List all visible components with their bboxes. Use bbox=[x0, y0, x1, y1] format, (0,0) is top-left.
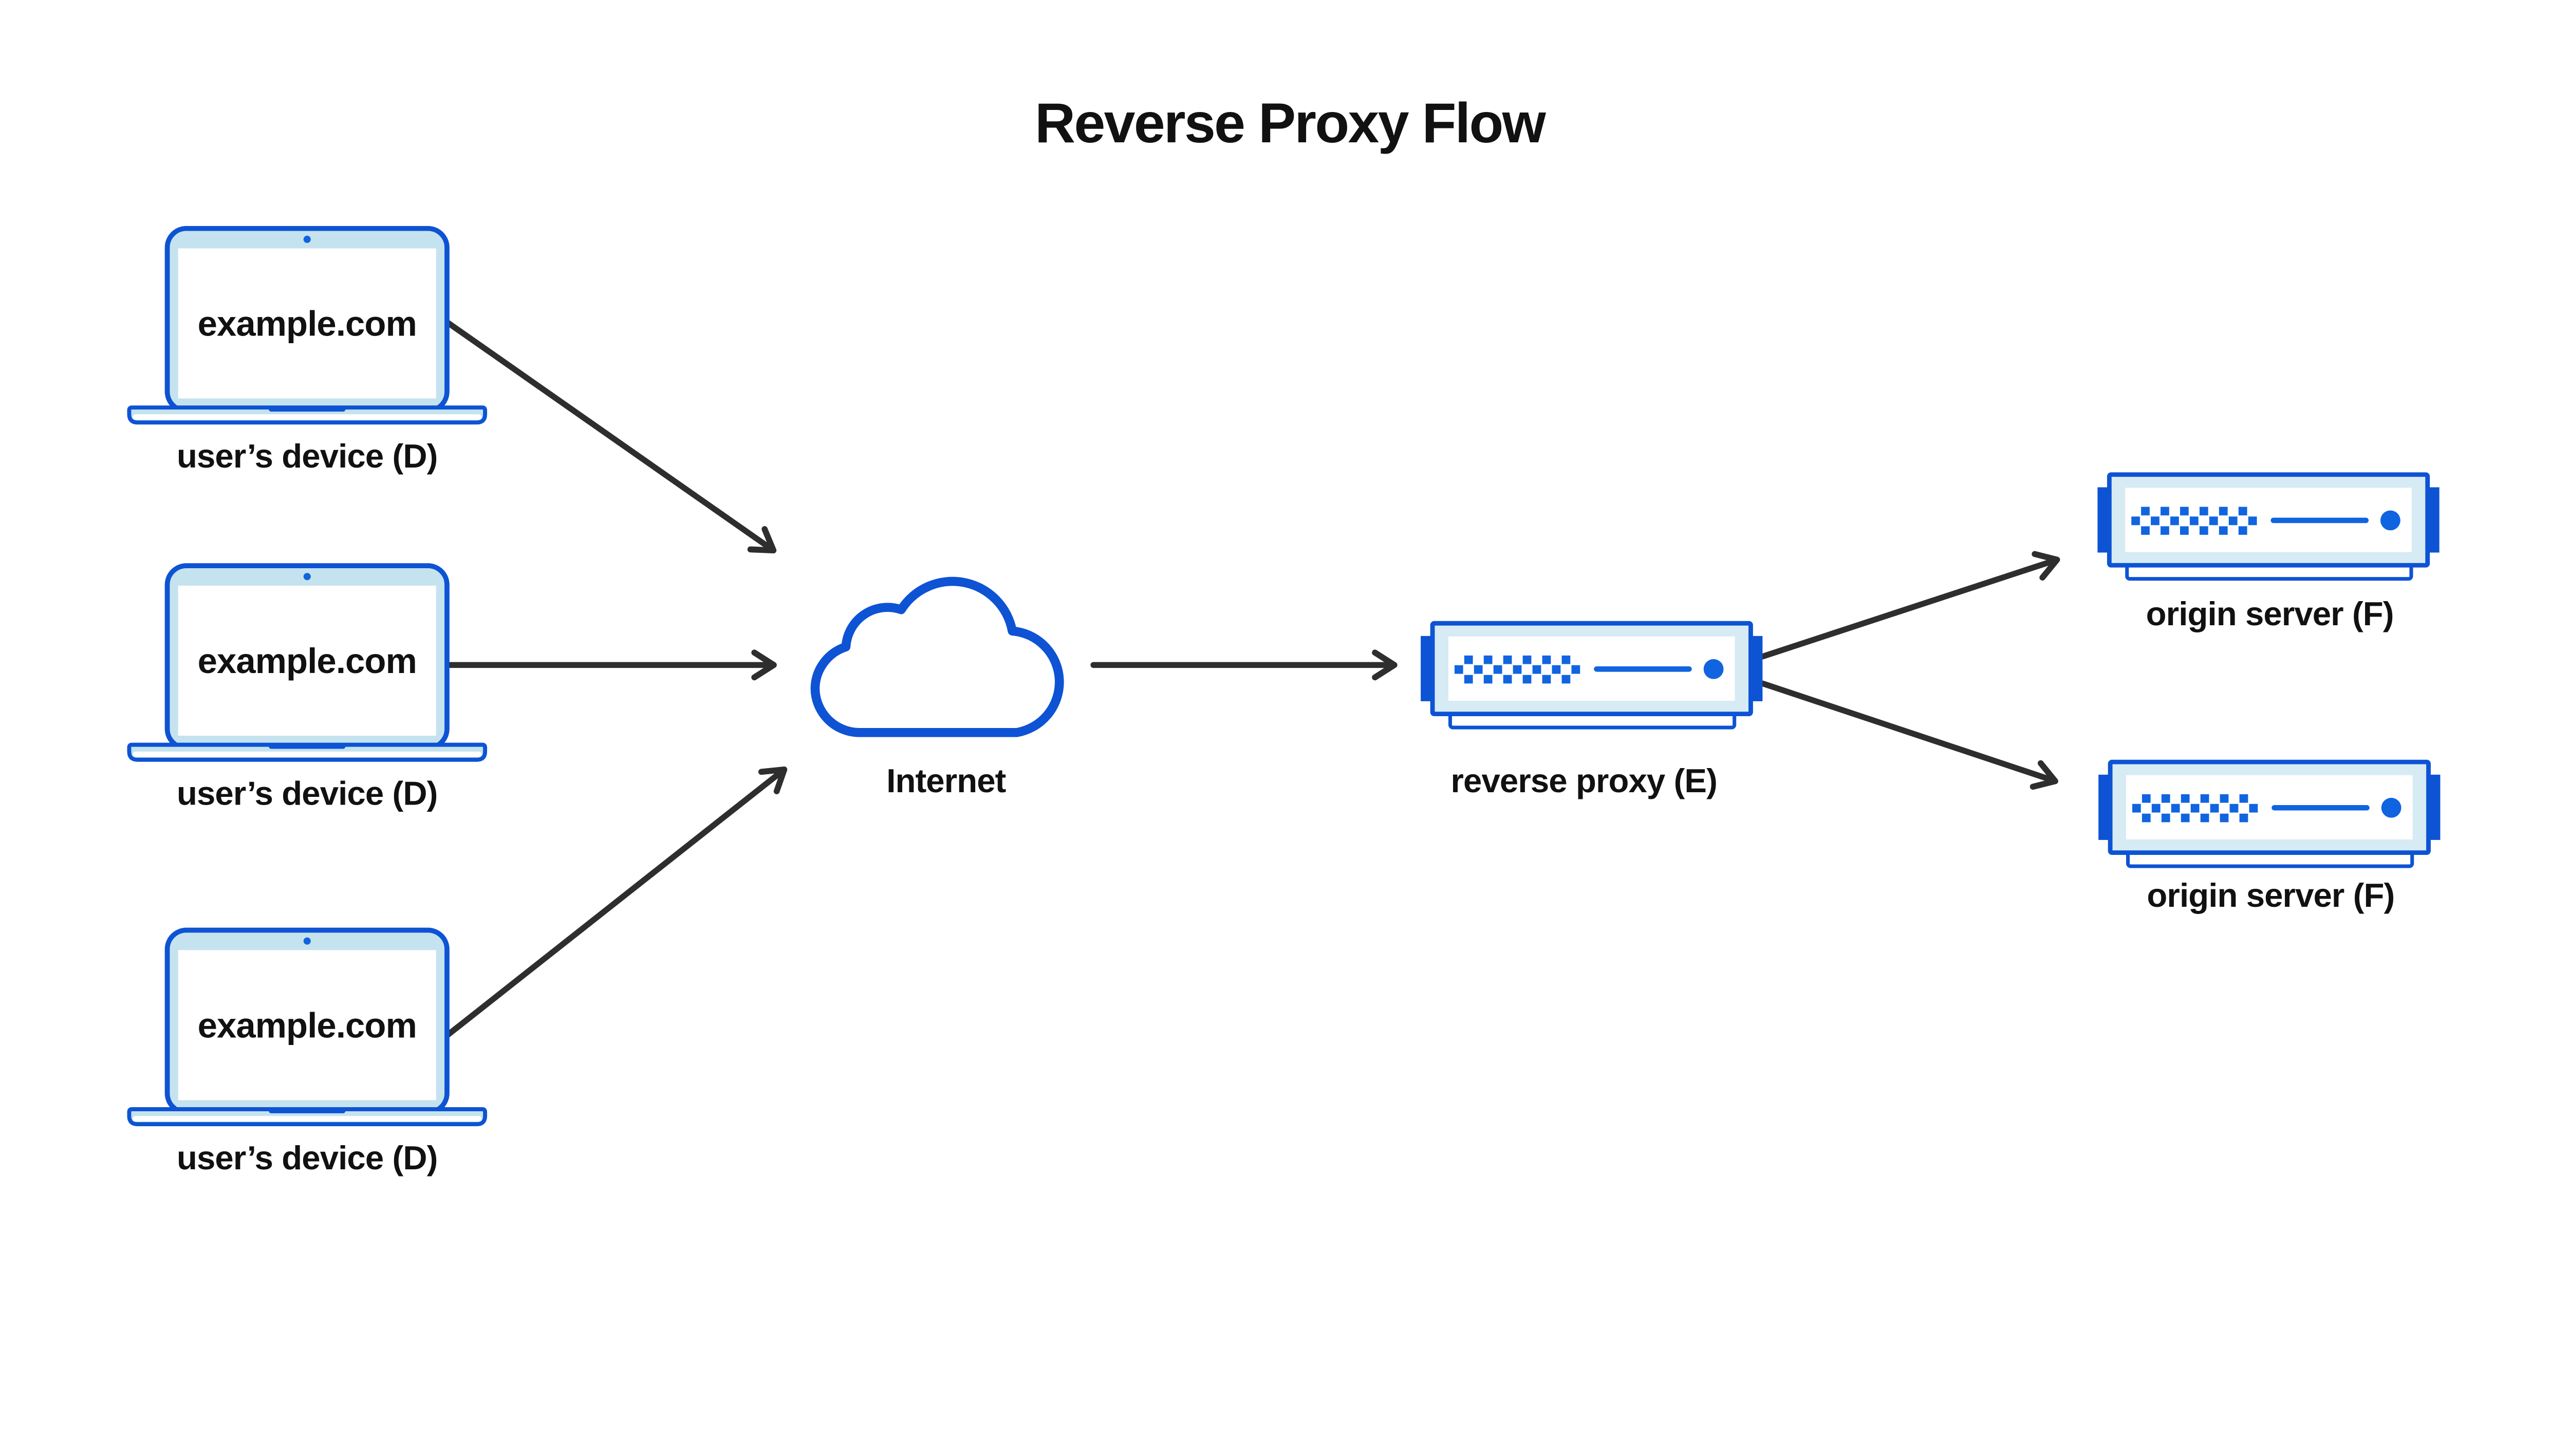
server-icon bbox=[2097, 475, 2439, 579]
device-label: user’s device (D) bbox=[177, 437, 437, 475]
server-icon bbox=[2098, 762, 2440, 866]
internet-node: Internet bbox=[810, 576, 1064, 799]
origin-server-node-1: origin server (F) bbox=[2097, 475, 2439, 632]
device-screen-url: example.com bbox=[198, 1005, 417, 1045]
arrow-proxy-to-origin2 bbox=[1760, 680, 2058, 790]
origin-server-label: origin server (F) bbox=[2146, 595, 2394, 632]
origin-server-label: origin server (F) bbox=[2147, 876, 2394, 914]
user-device-node-3: example.com user’s device (D) bbox=[129, 930, 485, 1177]
arrow-device1-to-internet bbox=[444, 320, 777, 554]
server-icon bbox=[1421, 623, 1762, 727]
origin-server-node-2: origin server (F) bbox=[2098, 762, 2440, 914]
user-device-node-2: example.com user’s device (D) bbox=[129, 566, 485, 812]
diagram-canvas: Reverse Proxy Flow example.com user’s de… bbox=[126, 91, 2443, 1177]
cloud-icon bbox=[810, 576, 1064, 737]
internet-label: Internet bbox=[886, 762, 1006, 799]
arrow-proxy-to-origin1 bbox=[1760, 551, 2060, 660]
reverse-proxy-flow-diagram: Reverse Proxy Flow example.com user’s de… bbox=[126, 91, 2443, 1177]
device-label: user’s device (D) bbox=[177, 1139, 437, 1177]
reverse-proxy-label: reverse proxy (E) bbox=[1451, 762, 1717, 799]
page-title: Reverse Proxy Flow bbox=[1035, 92, 1547, 155]
reverse-proxy-node: reverse proxy (E) bbox=[1421, 623, 1762, 799]
device-screen-url: example.com bbox=[198, 641, 417, 681]
device-screen-url: example.com bbox=[198, 304, 417, 343]
device-label: user’s device (D) bbox=[177, 775, 437, 812]
flow-arrows bbox=[443, 320, 2060, 1039]
arrow-device3-to-internet bbox=[443, 766, 788, 1039]
user-device-node-1: example.com user’s device (D) bbox=[129, 229, 485, 475]
